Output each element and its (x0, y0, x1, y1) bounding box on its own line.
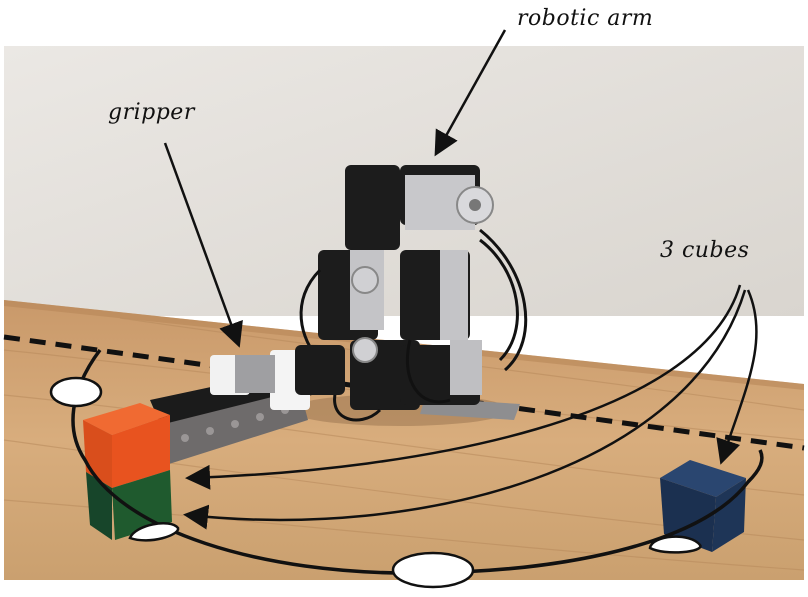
cubes-label: 3 cubes (660, 238, 750, 263)
robotic-arm-label: robotic arm (517, 6, 654, 31)
annotation-arrows (163, 29, 758, 530)
gripper-label: gripper (108, 100, 195, 125)
target-marker-bottom (391, 551, 475, 589)
target-marker-under-green (128, 522, 180, 542)
target-marker-left (49, 376, 103, 408)
target-marker-under-blue (648, 535, 702, 554)
robot-arm-icon (299, 165, 528, 422)
gripper-illustration (140, 345, 345, 470)
